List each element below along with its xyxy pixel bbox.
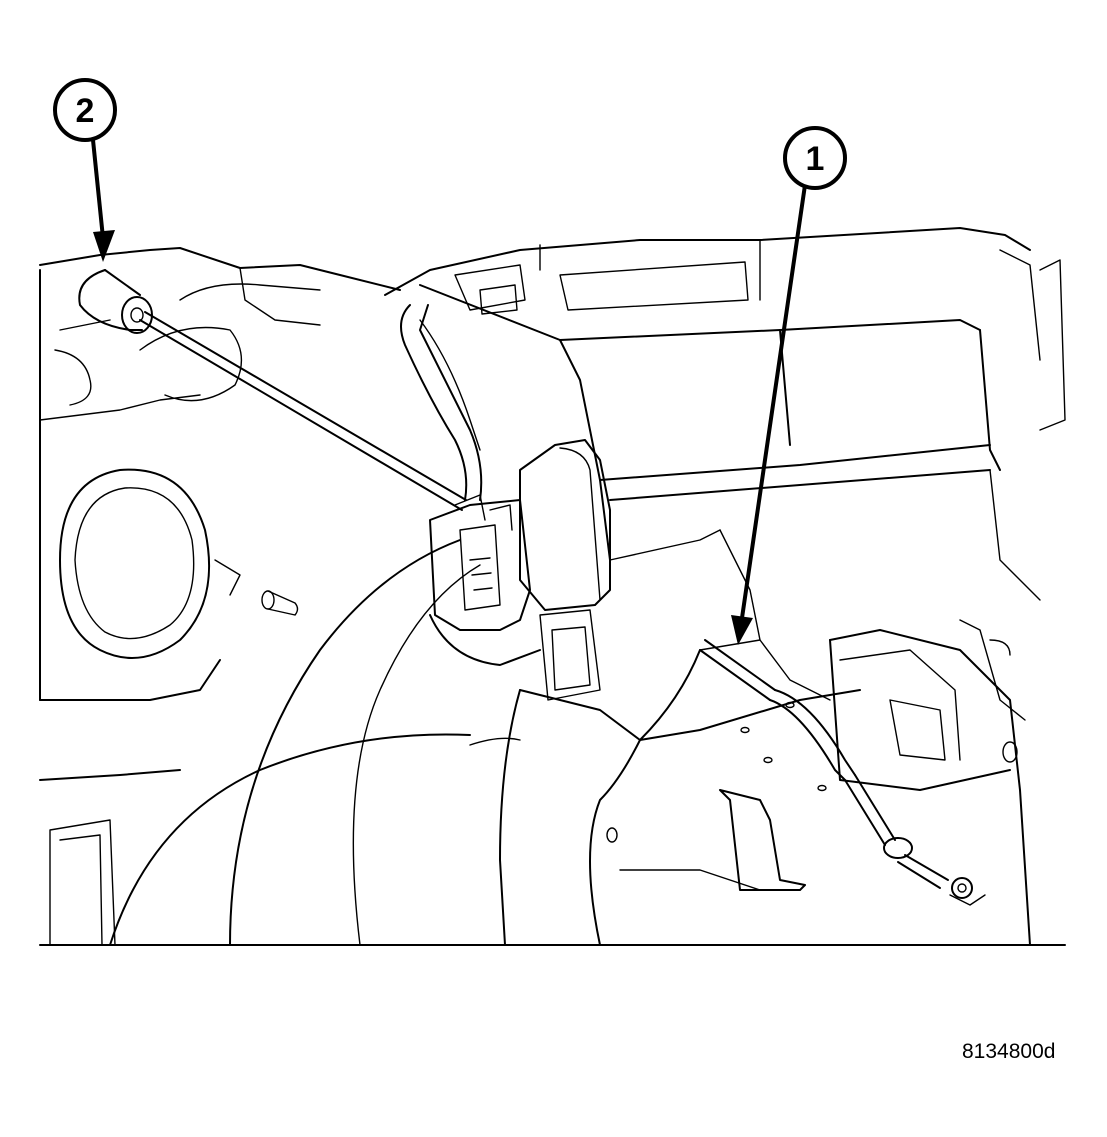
speaker-opening xyxy=(59,468,241,659)
floor-console xyxy=(469,619,1031,946)
callout-2-label: 2 xyxy=(76,92,95,130)
hvac-housing xyxy=(384,227,1066,641)
leader-arrow-2 xyxy=(91,138,115,262)
figure-id: 8134800d xyxy=(962,1040,1056,1063)
floor-tunnel xyxy=(39,539,1066,946)
mounting-stud xyxy=(261,590,299,616)
dash-panel-left xyxy=(39,247,401,701)
callout-2: 2 xyxy=(53,78,117,142)
temperature-cable-1 xyxy=(699,639,986,906)
leader-arrow-1 xyxy=(731,183,807,645)
sensor-cable-2 xyxy=(78,269,467,511)
wire-harness xyxy=(400,304,483,501)
callout-1: 1 xyxy=(783,126,847,190)
blend-door-actuator xyxy=(429,439,611,701)
callout-1-label: 1 xyxy=(806,140,825,178)
